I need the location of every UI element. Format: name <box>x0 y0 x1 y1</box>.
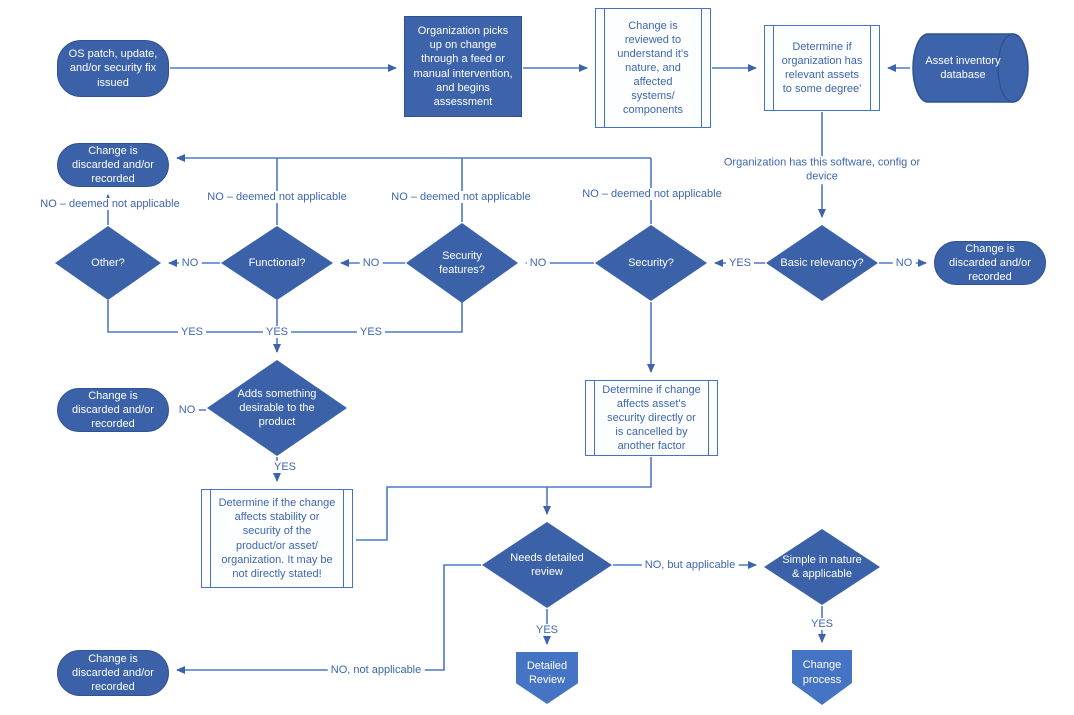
label-no-secfeatures-functional: NO <box>359 257 383 269</box>
database-cylinder-icon <box>912 33 1029 103</box>
label-no-functional-other: NO <box>178 257 202 269</box>
label-yes-needsreview-detailed: YES <box>532 624 562 636</box>
label-no-but-applicable: NO, but applicable <box>641 559 739 571</box>
label-no-deemed-other: NO – deemed not applicable <box>37 198 183 210</box>
label-no-relevancy-discard: NO <box>892 257 916 269</box>
label-org-has-software: Organization has this software, config o… <box>719 156 925 184</box>
node-discard-mid: Change is discarded and/or recorded <box>57 388 169 432</box>
node-start: OS patch, update, and/or security fix is… <box>57 40 169 97</box>
node-discard-bottom: Change is discarded and/or recorded <box>57 650 169 696</box>
node-determine-stability: Determine if the change affects stabilit… <box>201 489 353 588</box>
label-no-not-applicable: NO, not applicable <box>327 664 425 676</box>
node-discard-right: Change is discarded and/or recorded <box>934 241 1046 285</box>
database-label: Asset inventory database <box>925 54 1001 81</box>
label-yes-adds-stability: YES <box>270 461 300 473</box>
label-no-adds-discard: NO <box>175 404 199 416</box>
label-yes-other: YES <box>177 326 207 338</box>
label-yes-simple-changeprocess: YES <box>807 618 837 630</box>
node-review: Change is reviewed to understand it's na… <box>595 8 711 128</box>
node-determine-assets: Determine if organization has relevant a… <box>764 25 880 111</box>
label-yes-functional: YES <box>262 326 292 338</box>
label-no-security-secfeatures: NO <box>526 257 550 269</box>
node-discard-top: Change is discarded and/or recorded <box>57 143 169 187</box>
label-yes-relevancy-security: YES <box>725 257 755 269</box>
label-no-deemed-functional: NO – deemed not applicable <box>204 191 350 203</box>
label-no-deemed-secfeatures: NO – deemed not applicable <box>388 191 534 203</box>
node-determine-affects: Determine if change affects asset's secu… <box>585 380 718 456</box>
node-asset-database: Asset inventory database <box>910 33 1030 103</box>
edge-affects-junction <box>356 457 652 541</box>
edge-needsreview-discard <box>176 564 481 674</box>
label-no-deemed-security: NO – deemed not applicable <box>579 188 725 200</box>
label-yes-secfeatures: YES <box>356 326 386 338</box>
node-pickup: Organization picks up on change through … <box>404 16 522 117</box>
